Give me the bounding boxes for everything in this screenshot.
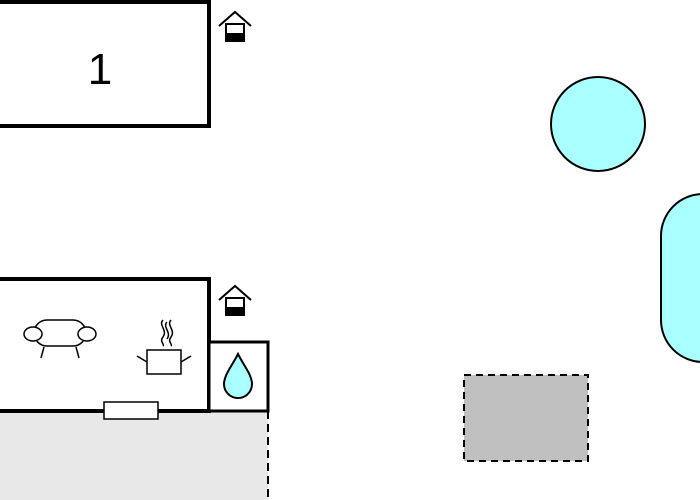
room-1: 1 bbox=[0, 0, 211, 128]
lower-building bbox=[0, 277, 270, 420]
room-1-label: 1 bbox=[88, 45, 112, 94]
floor-level-icon bbox=[218, 284, 252, 316]
door bbox=[103, 401, 159, 420]
living-room-outline bbox=[0, 277, 211, 413]
sofa-icon bbox=[23, 319, 97, 359]
terrace-area bbox=[0, 411, 268, 500]
water-drop-icon bbox=[222, 351, 254, 399]
round-pool bbox=[550, 76, 646, 172]
swimming-pool bbox=[660, 193, 700, 363]
cooking-pot-icon bbox=[136, 319, 192, 375]
floor-level-icon bbox=[218, 10, 252, 42]
parking-area bbox=[463, 374, 589, 462]
room-1-outline bbox=[0, 0, 211, 128]
terrace bbox=[0, 411, 269, 500]
